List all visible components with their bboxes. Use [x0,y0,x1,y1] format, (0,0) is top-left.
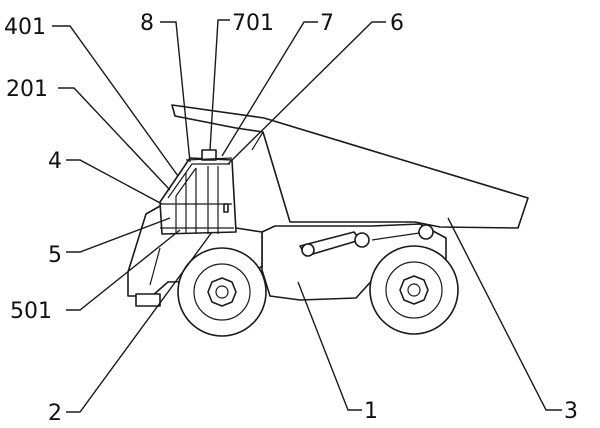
leader-7 [221,21,318,157]
label-3: 3 [564,399,578,424]
dump-body-inner-edge [251,131,264,151]
hoist-pin-rear [301,243,315,257]
label-701: 701 [232,11,274,36]
label-501: 501 [10,299,52,324]
leader-201 [58,87,171,191]
label-7: 7 [320,11,334,36]
label-401: 401 [4,15,46,40]
roll-cage [167,163,230,234]
leader-401 [52,25,179,177]
roof-rail [185,157,233,161]
rear-wheel-hub [399,275,429,305]
door-handle [223,203,229,213]
leader-1 [297,281,362,411]
leader-501 [66,229,181,311]
leader-701 [209,19,230,151]
dump-body [171,104,529,229]
leader-2 [66,231,213,413]
leader-3 [447,217,562,411]
hoist-pin-front [354,232,370,248]
label-1: 1 [364,399,378,424]
label-2: 2 [48,401,62,426]
leader-5 [66,217,171,253]
front-wheel-rim [193,263,251,321]
label-6: 6 [390,11,404,36]
front-bumper [135,293,161,307]
hood-line [149,247,161,286]
frame-brace [371,231,427,241]
leader-8 [160,21,191,163]
label-4: 4 [48,149,62,174]
rear-wheel-rim [385,261,443,319]
label-201: 201 [6,77,48,102]
leader-4 [66,159,163,205]
roof-fixture [201,149,217,161]
front-wheel-center [215,285,229,299]
cab [159,157,237,235]
label-8: 8 [140,11,154,36]
dump-pivot-pin [418,224,434,240]
front-wheel-hub [207,277,237,307]
rear-wheel-center [407,283,421,297]
label-5: 5 [48,243,62,268]
leader-6 [227,21,386,165]
